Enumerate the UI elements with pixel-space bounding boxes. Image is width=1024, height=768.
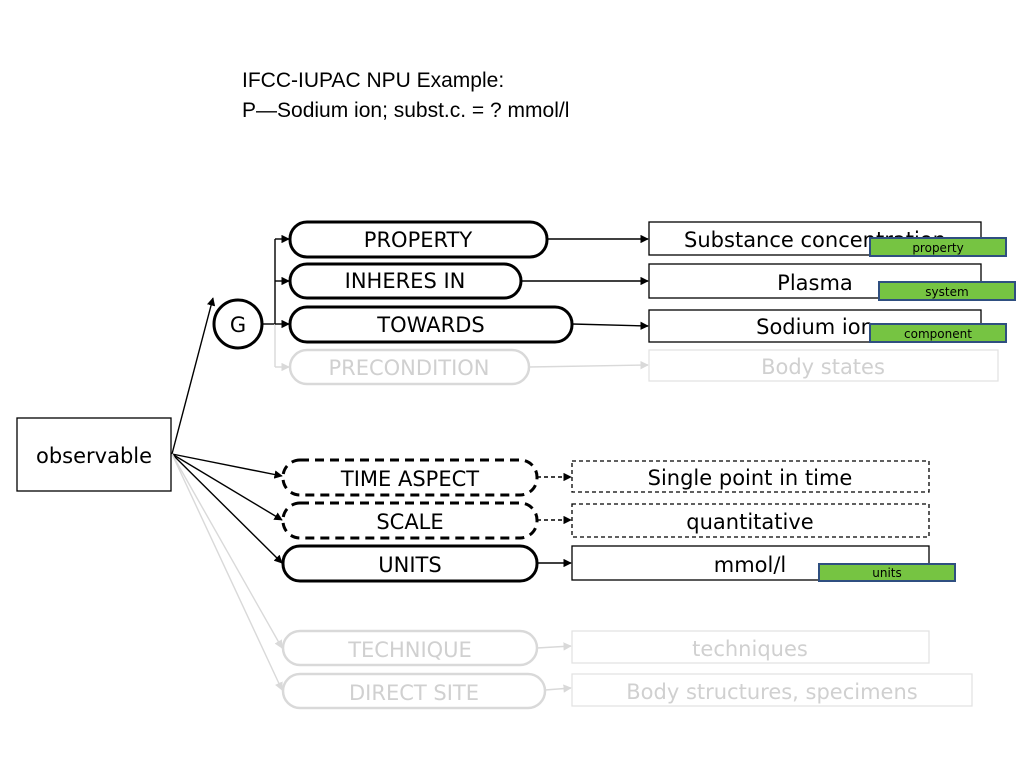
tag-system-label: system <box>925 285 968 299</box>
value-precondition-label: Body states <box>761 355 885 379</box>
observable-node: observable <box>16 417 172 492</box>
attribute-time-aspect: TIME ASPECT <box>281 458 539 497</box>
tag-component-label: component <box>904 327 972 341</box>
attribute-units: UNITS <box>281 544 539 583</box>
diagram-title: IFCC-IUPAC NPU Example: P—Sodium ion; su… <box>242 66 569 126</box>
value-direct-site: Body structures, specimens <box>571 673 973 707</box>
group-label: G <box>230 313 246 337</box>
units-connector <box>171 453 283 564</box>
attribute-property-label: PROPERTY <box>364 228 473 252</box>
observable-label: observable <box>36 444 152 468</box>
attribute-scale: SCALE <box>281 501 539 540</box>
attribute-towards-label: TOWARDS <box>376 313 484 337</box>
value-precondition: Body states <box>648 349 999 382</box>
attribute-property: PROPERTY <box>288 220 549 259</box>
towards-value-connector <box>571 321 649 330</box>
direct-site-connector <box>171 453 283 691</box>
title-line-2: P—Sodium ion; subst.c. = ? mmol/l <box>242 99 570 122</box>
tag-property-label: property <box>912 241 963 255</box>
attribute-time-aspect-label: TIME ASPECT <box>340 467 479 491</box>
value-time-aspect-label: Single point in time <box>648 466 853 490</box>
value-inheres-in-label: Plasma <box>777 271 853 295</box>
attribute-towards: TOWARDS <box>288 305 574 344</box>
value-scale: quantitative <box>571 503 930 538</box>
value-time-aspect: Single point in time <box>571 460 930 493</box>
value-towards-label: Sodium ion <box>756 315 874 339</box>
precondition-value-connector <box>528 360 649 370</box>
group-node: G <box>212 298 264 350</box>
attribute-direct-site: DIRECT SITE <box>281 672 547 710</box>
attribute-precondition-label: PRECONDITION <box>328 356 489 380</box>
direct-site-value-connector <box>544 684 572 693</box>
attribute-inheres-in-label: INHERES IN <box>345 269 466 293</box>
value-scale-label: quantitative <box>686 510 813 534</box>
technique-connector <box>171 453 283 649</box>
tag-units: units <box>818 563 956 582</box>
value-technique-label: techniques <box>692 637 808 661</box>
attribute-direct-site-label: DIRECT SITE <box>349 681 479 705</box>
attribute-inheres-in: INHERES IN <box>288 262 523 300</box>
tag-system: system <box>878 281 1016 301</box>
tag-property: property <box>869 237 1007 257</box>
attribute-scale-label: SCALE <box>376 510 443 534</box>
value-direct-site-label: Body structures, specimens <box>626 680 917 704</box>
tag-units-label: units <box>872 566 902 580</box>
value-units-label: mmol/l <box>714 553 787 577</box>
attribute-technique: TECHNIQUE <box>281 629 539 667</box>
title-line-1: IFCC-IUPAC NPU Example: <box>242 69 505 92</box>
scale-connector <box>171 453 283 521</box>
time-aspect-connector <box>171 453 283 479</box>
tag-component: component <box>869 323 1007 343</box>
attribute-technique-label: TECHNIQUE <box>347 638 472 662</box>
attribute-units-label: UNITS <box>378 553 441 577</box>
technique-value-connector <box>536 642 572 651</box>
attribute-precondition: PRECONDITION <box>288 348 531 386</box>
value-technique: techniques <box>571 630 930 664</box>
observable-to-group-connector <box>171 297 216 455</box>
